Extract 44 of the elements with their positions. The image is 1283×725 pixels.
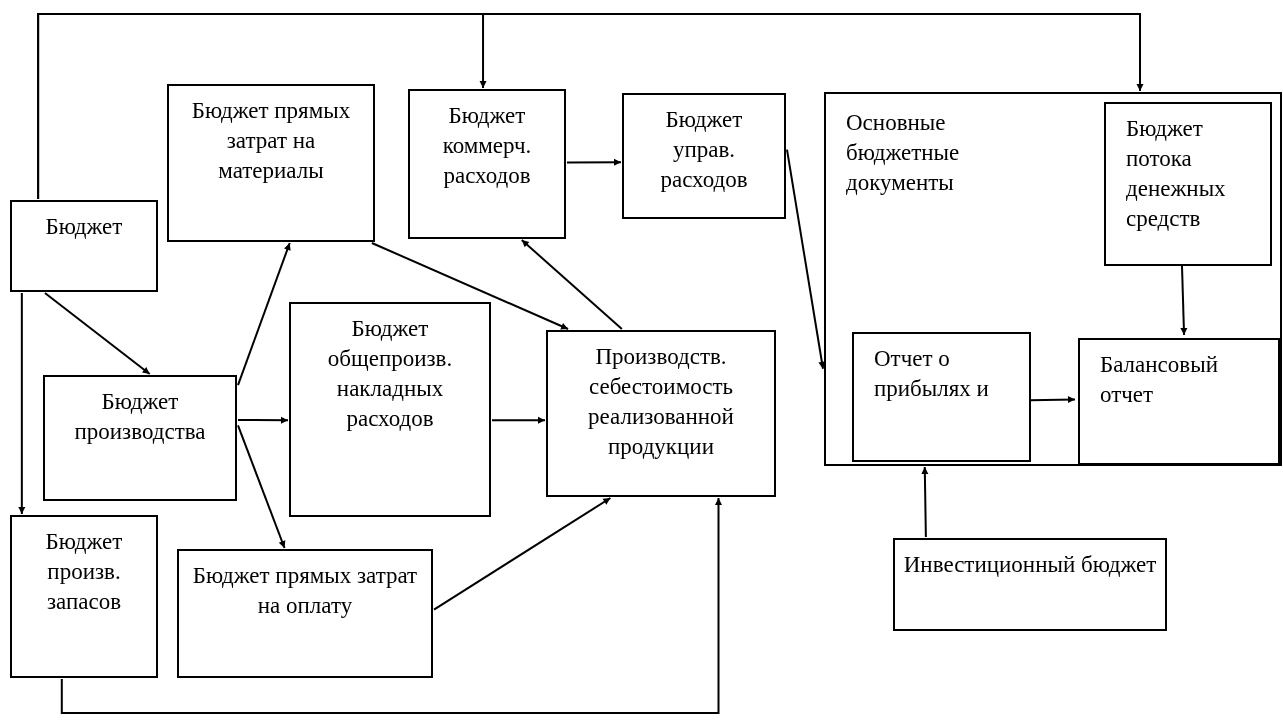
process-box <box>10 200 158 292</box>
box-text: Бюджет <box>45 213 123 241</box>
box-text: Производств. себестоимость реализованной продукции <box>587 343 735 461</box>
box-text: Бюджет управ. расходов <box>659 106 749 194</box>
box-text: Балансовый отчет <box>1100 351 1219 409</box>
process-box <box>852 332 1031 462</box>
process-box <box>177 549 433 678</box>
box-text: Основные бюджетные документы <box>846 109 961 197</box>
arrow <box>370 242 570 330</box>
arrow <box>921 466 929 538</box>
arrow <box>37 13 1144 200</box>
process-box <box>1078 338 1280 465</box>
box-text: Бюджет прямых затрат на материалы <box>190 97 352 185</box>
box-text: Отчет о прибылях и <box>874 345 990 403</box>
process-box <box>167 84 375 242</box>
arrow <box>1180 264 1188 336</box>
arrow <box>237 416 289 424</box>
box-text: Бюджет произв. запасов <box>44 528 124 616</box>
arrow <box>43 292 151 375</box>
process-box <box>893 538 1167 631</box>
process-box <box>10 515 158 678</box>
process-box <box>408 89 566 239</box>
arrow <box>60 497 722 714</box>
arrow <box>237 424 286 549</box>
process-box <box>1104 102 1272 266</box>
group-box <box>824 92 1282 466</box>
process-box <box>43 375 237 501</box>
process-box <box>546 330 776 497</box>
process-box <box>622 93 786 219</box>
box-text: Бюджет производства <box>73 388 207 446</box>
arrow <box>1029 396 1076 404</box>
process-box <box>289 302 491 517</box>
box-text: Бюджет прямых затрат на оплату <box>191 562 419 620</box>
box-text: Бюджет коммерч. расходов <box>441 102 533 190</box>
arrow <box>237 242 291 387</box>
arrow <box>491 416 546 424</box>
box-text: Бюджет общепроизв. накладных расходов <box>326 315 454 433</box>
arrow <box>566 158 622 166</box>
box-text: Бюджет потока денежных средств <box>1126 115 1227 233</box>
arrow <box>433 497 612 611</box>
arrow <box>786 148 826 370</box>
arrow <box>18 292 26 515</box>
arrow <box>520 239 623 330</box>
box-text: Инвестиционный бюджет <box>903 551 1157 579</box>
